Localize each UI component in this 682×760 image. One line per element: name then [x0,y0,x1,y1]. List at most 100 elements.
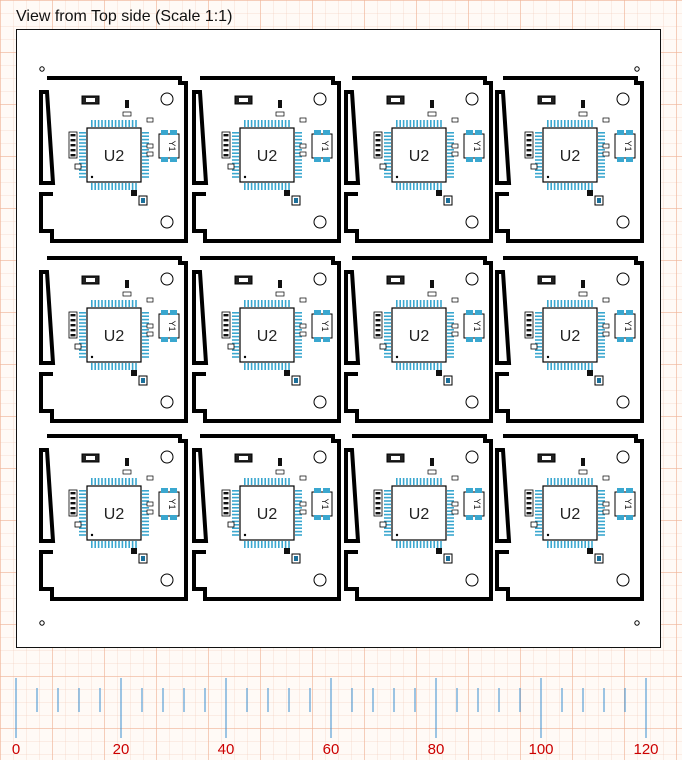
ic-pad [447,356,454,358]
capacitor-top [275,469,285,475]
ic-pad [94,300,96,307]
mounting-hole [616,573,630,587]
capacitor-top [578,469,588,475]
ic-pad [257,541,260,548]
board-outline [344,76,493,243]
ic-pad [447,332,454,334]
ic-pad [535,517,542,519]
ic-pad [142,135,149,137]
ic-pad [560,300,563,307]
ic-pad [288,541,290,548]
ic-pad [384,315,391,317]
ic-pad [384,507,391,509]
ic-pad [447,524,454,526]
fiducial-hole [39,620,45,626]
ic-pad [128,363,130,370]
silk-label-text [239,278,248,282]
ic-pad [598,172,605,175]
ic-pad [79,162,86,165]
resistor-pad [526,324,532,327]
crystal-body [614,133,636,159]
capacitor-right [602,331,610,337]
ic-pad [104,120,107,127]
ic-pad [416,183,418,190]
mounting-hole [616,272,630,286]
resistor-pad [526,512,532,515]
bottom-component [131,548,137,554]
ic-pad [79,318,86,321]
ic-pad [142,500,149,502]
ic-pad [264,120,266,127]
ic-pin1-dot [243,355,247,359]
resistor-pad [223,144,229,147]
ic-pad [584,120,586,127]
bottom-component [436,370,442,376]
ic-pad [591,478,593,485]
mounting-hole [313,272,327,286]
ruler-label: 40 [218,741,235,758]
resistor-pad [375,144,381,147]
ic-pad [384,162,391,165]
crystal-pad [170,337,177,342]
ic-pad [108,183,110,190]
resistor-pad [375,502,381,505]
capacitor-right [146,143,154,149]
ic-pad [114,541,117,548]
ic-pad [550,478,552,485]
ic-pad [142,145,149,148]
ic-pad [384,318,391,321]
crystal-pad [323,488,330,493]
ic-pad [295,507,302,509]
ic-pad [535,342,542,345]
ic-pad [433,363,435,370]
mounting-hole [160,395,174,409]
ic-pad [560,183,563,190]
crystal-pad [626,337,633,342]
ic-pad [101,300,103,307]
resistor-pad [526,134,532,137]
crystal-pad [170,488,177,493]
ic-pad [278,541,280,548]
ic-pad [567,120,569,127]
ic-pad [598,530,605,533]
ic-pad [535,352,542,355]
ic-pad [79,342,86,345]
ic-pad [598,493,605,495]
ic-pad [79,142,86,144]
ic-pad [254,363,256,370]
ic-body [391,307,447,363]
crystal-pad [626,488,633,493]
ic-pad [264,300,266,307]
ic-pad [547,541,549,548]
ic-label: U2 [257,328,278,345]
bottom-pad [141,198,145,203]
ic-pad [125,120,127,127]
capacitor-right [146,151,154,157]
ic-pin1-dot [395,175,399,179]
silk-label-text [86,278,95,282]
ic-pad [423,478,425,485]
ic-pad [142,493,149,495]
top-component [581,458,585,466]
ic-pad [232,517,239,519]
ic-pad [581,300,583,307]
capacitor-top [275,291,285,297]
ic-pad [79,346,86,348]
crystal-body [614,491,636,517]
ic-pad [295,155,302,158]
ic-pad [274,541,277,548]
silk-label-text [391,456,400,460]
resistor-pad [375,319,381,322]
ic-pad [111,120,113,127]
ic-pad [535,339,542,341]
capacitor-right [451,297,459,303]
ic-pad [564,183,566,190]
ic-pad [574,120,576,127]
ic-pad [598,534,605,536]
ic-pad [257,300,260,307]
ic-pad [598,335,605,338]
ic-pad [232,490,239,492]
ic-pad [550,541,552,548]
